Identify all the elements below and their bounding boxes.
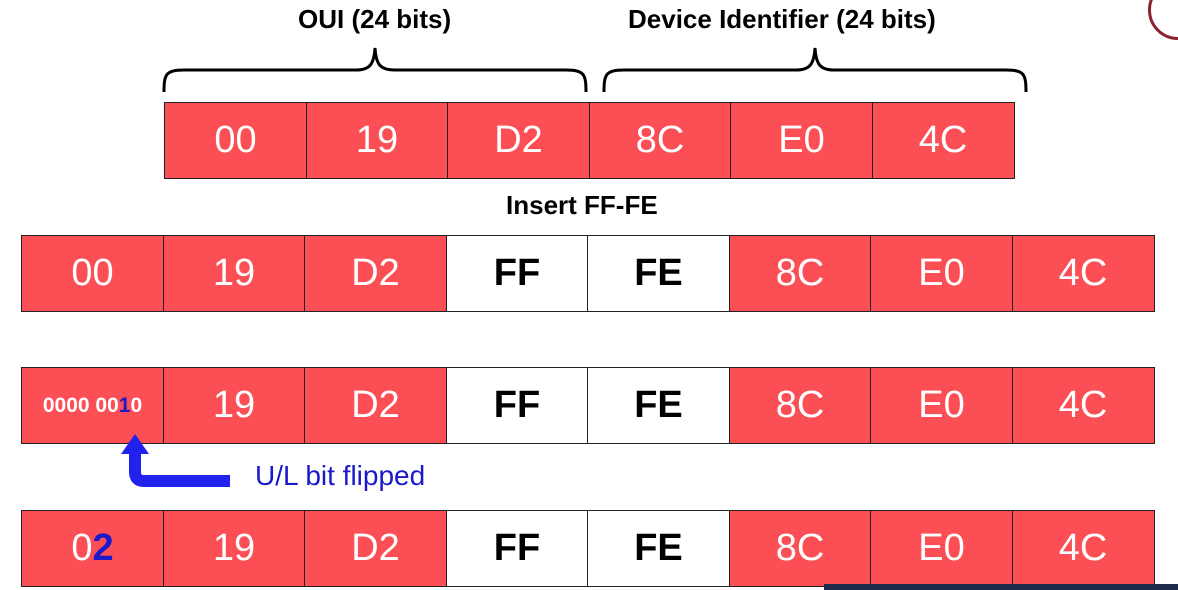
ul-bit-flipped-note: U/L bit flipped [255, 460, 426, 491]
changed-digit: 2 [92, 527, 114, 569]
device-identifier-label: Device Identifier (24 bits) [628, 4, 936, 34]
byte-cell: 8C [728, 510, 872, 587]
inserted-ff-cell: FF [445, 367, 589, 444]
byte-cell: 19 [162, 510, 306, 587]
byte-cell: 00 [21, 235, 164, 312]
byte-cell: D2 [304, 367, 447, 444]
device-brace [602, 47, 1028, 93]
inserted-ff-cell: FF [445, 510, 589, 587]
byte-cell: D2 [304, 235, 447, 312]
inserted-fe-cell: FE [587, 367, 730, 444]
oui-brace [162, 47, 588, 93]
binary-prefix: 0000 00 [42, 393, 119, 417]
byte-cell: 4C [1011, 510, 1155, 587]
byte-cell: E0 [870, 510, 1013, 587]
mac-byte-cell: E0 [730, 102, 873, 179]
mac-byte-cell: 00 [164, 102, 307, 179]
corner-bar [824, 584, 1178, 590]
mac-address-row: 00 19 D2 8C E0 4C [164, 102, 1015, 179]
byte-cell: 8C [728, 235, 872, 312]
mac-byte-cell: 4C [871, 102, 1015, 179]
seal-logo [1148, 0, 1178, 40]
flipped-bit: 1 [118, 393, 131, 417]
byte-cell: 8C [728, 367, 872, 444]
oui-label: OUI (24 bits) [298, 4, 452, 34]
byte-cell: 4C [1011, 235, 1155, 312]
mac-byte-cell: D2 [447, 102, 590, 179]
insert-ff-fe-label: Insert FF-FE [506, 190, 658, 220]
byte-cell: E0 [870, 367, 1013, 444]
eui64-inserted-row: 00 19 D2 FF FE 8C E0 4C [21, 235, 1155, 312]
ul-bit-arrow-icon [121, 434, 230, 487]
byte-cell: 19 [162, 235, 306, 312]
byte-cell: 4C [1011, 367, 1155, 444]
binary-suffix: 0 [130, 393, 143, 417]
inserted-ff-cell: FF [445, 235, 589, 312]
mac-byte-cell: 19 [305, 102, 449, 179]
inserted-fe-cell: FE [587, 235, 730, 312]
inserted-fe-cell: FE [587, 510, 730, 587]
mac-byte-cell: 8C [588, 102, 732, 179]
byte-cell: D2 [304, 510, 447, 587]
byte-cell: E0 [870, 235, 1013, 312]
first-byte-prefix: 0 [71, 527, 93, 569]
